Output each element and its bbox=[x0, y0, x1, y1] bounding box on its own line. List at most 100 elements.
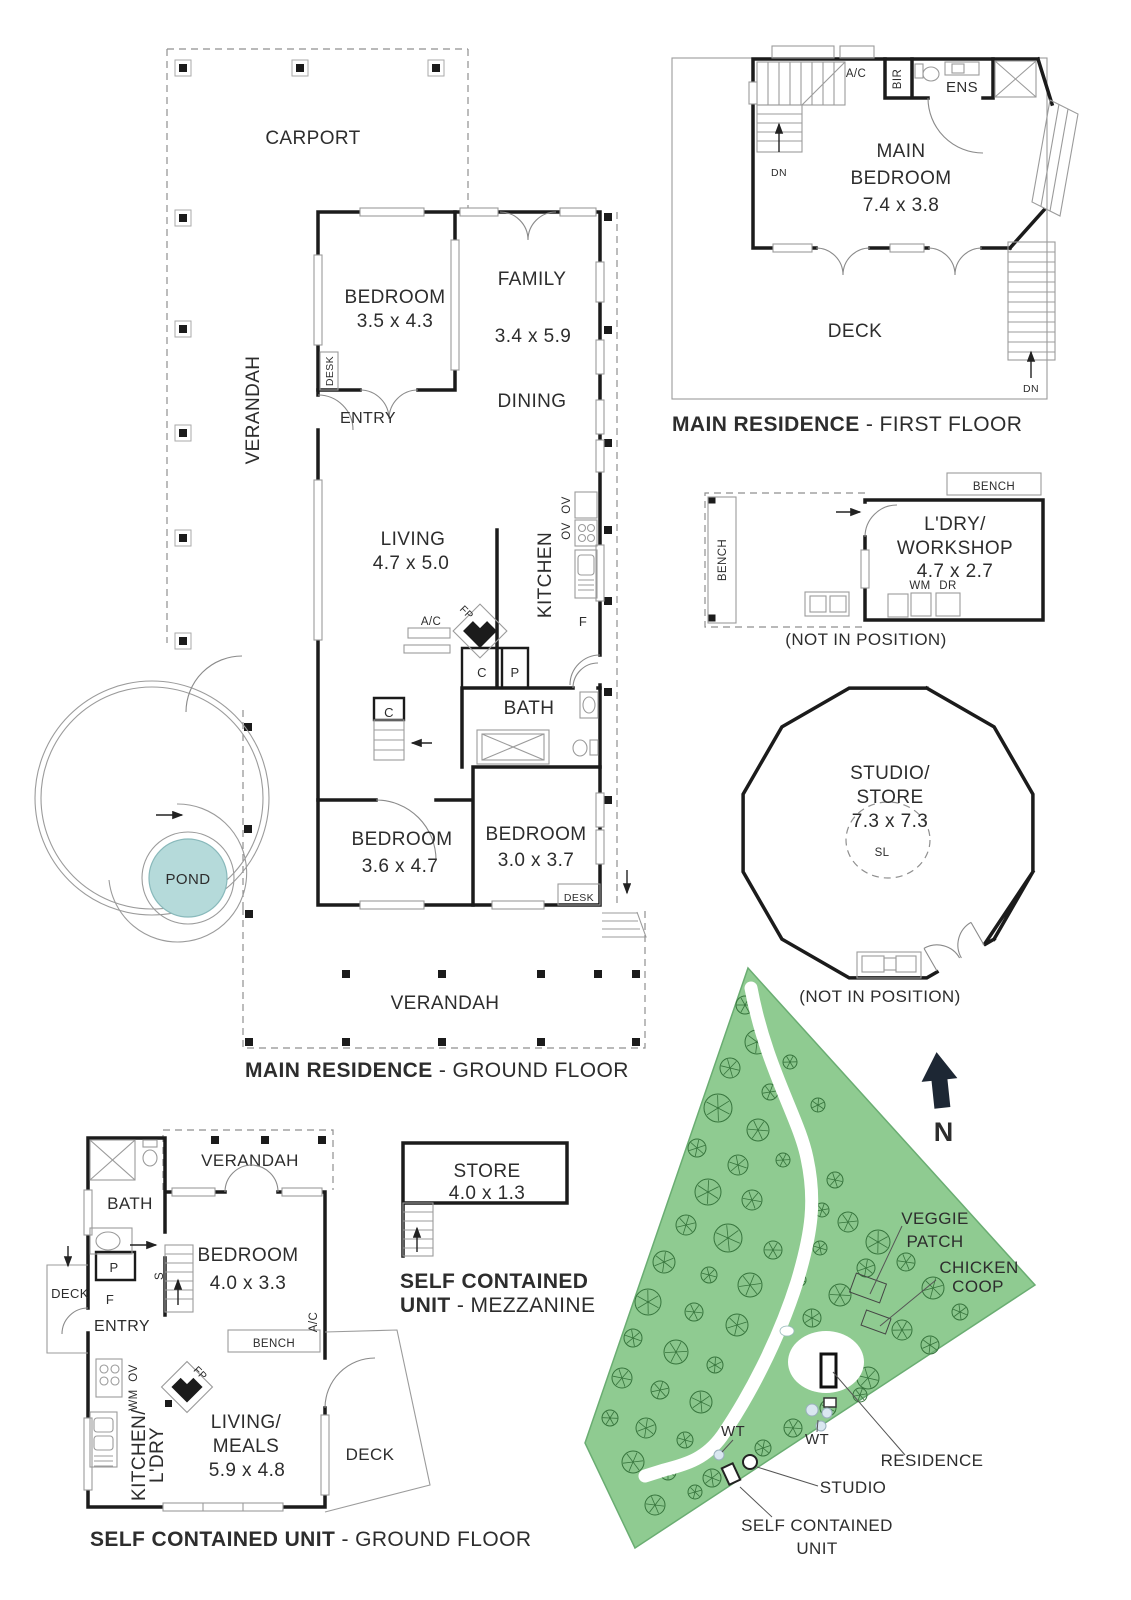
tree-branch bbox=[817, 1101, 824, 1106]
tree-branch bbox=[711, 1472, 719, 1479]
chicken-coop-l2: COOP bbox=[952, 1277, 1004, 1296]
tree-branch bbox=[762, 1447, 769, 1454]
verandah-left-label: VERANDAH bbox=[243, 356, 264, 465]
studio-name-l1: STUDIO/ bbox=[850, 763, 930, 784]
unit-wm-label: WM bbox=[128, 1389, 140, 1410]
tree-branch bbox=[792, 1420, 798, 1429]
tree-branch bbox=[736, 1321, 747, 1326]
mezz-caption-l2: UNIT - MEZZANINE bbox=[400, 1294, 595, 1317]
entry-label: ENTRY bbox=[340, 410, 396, 427]
tree-branch bbox=[706, 1107, 719, 1116]
tree-branch bbox=[929, 1336, 932, 1346]
tree-branch bbox=[958, 1304, 961, 1313]
ac-label-ff: A/C bbox=[846, 68, 866, 80]
tree-branch bbox=[649, 1504, 656, 1513]
tree-branch bbox=[609, 1411, 615, 1419]
tree-branch bbox=[757, 1121, 765, 1131]
tree-branch bbox=[714, 1364, 716, 1373]
post bbox=[604, 213, 612, 221]
bedroom3-size: 3.0 x 3.7 bbox=[498, 850, 574, 871]
tree-branch bbox=[645, 1427, 654, 1435]
unit-kitchen-l1: KITCHEN/ bbox=[129, 1409, 150, 1501]
tree-branch bbox=[710, 1469, 713, 1479]
kitchen-label: KITCHEN bbox=[535, 532, 556, 618]
unit-f-label: F bbox=[106, 1292, 114, 1307]
tree-branch bbox=[655, 1255, 665, 1263]
tree-branch bbox=[647, 1301, 659, 1309]
tree-branch bbox=[905, 1261, 910, 1270]
post bbox=[438, 1038, 446, 1046]
tree-branch bbox=[701, 1272, 710, 1276]
tree-branch bbox=[693, 1305, 700, 1313]
tree-branch bbox=[688, 1491, 696, 1495]
tree-branch bbox=[747, 1128, 759, 1131]
post bbox=[432, 64, 440, 72]
wt-label-1: WT bbox=[721, 1423, 745, 1440]
tree-branch bbox=[675, 1351, 688, 1353]
tree-branch bbox=[690, 1487, 696, 1493]
pantry-label: P bbox=[510, 665, 519, 680]
tree-branch bbox=[714, 1364, 722, 1370]
residence-marker bbox=[819, 1352, 838, 1389]
tree-branch bbox=[932, 1285, 943, 1289]
unit-verandah-label: VERANDAH bbox=[201, 1151, 299, 1170]
water-tank-icon bbox=[821, 1407, 833, 1419]
tree-branch bbox=[928, 1344, 931, 1354]
tree-branch bbox=[815, 1247, 821, 1253]
tree-branch bbox=[659, 1387, 669, 1391]
tree-branch bbox=[748, 1191, 753, 1201]
post bbox=[342, 1038, 350, 1046]
tree-branch bbox=[647, 1295, 659, 1303]
post bbox=[604, 796, 612, 804]
tree-branch bbox=[867, 1377, 878, 1381]
tree-branch bbox=[755, 1447, 764, 1451]
tree-branch bbox=[734, 1324, 738, 1335]
tree-branch bbox=[953, 1308, 961, 1313]
tree-branch bbox=[621, 1370, 629, 1379]
tree-branch bbox=[707, 1191, 719, 1199]
tree-branch bbox=[789, 1056, 794, 1063]
tree-branch bbox=[645, 1418, 648, 1429]
tree-branch bbox=[688, 1147, 698, 1151]
tree-branch bbox=[932, 1287, 941, 1296]
north-label: N bbox=[934, 1117, 955, 1147]
tree-branch bbox=[782, 1159, 787, 1166]
tree-branch bbox=[632, 1337, 635, 1347]
tree-branch bbox=[682, 1224, 687, 1234]
unit-bath-label: BATH bbox=[107, 1194, 153, 1213]
tree-branch bbox=[615, 1377, 623, 1386]
bedroom2-label: BEDROOM bbox=[352, 829, 453, 850]
tree-branch bbox=[696, 1145, 706, 1149]
tree-branch bbox=[792, 1427, 797, 1436]
tree-branch bbox=[817, 1098, 819, 1106]
residence-label: RESIDENCE bbox=[881, 1451, 984, 1470]
tree-branch bbox=[675, 1342, 682, 1353]
tree-branch bbox=[726, 1225, 729, 1239]
tree-branch bbox=[637, 1427, 647, 1432]
tree-branch bbox=[729, 1161, 739, 1166]
tree-branch bbox=[730, 1164, 739, 1172]
tree-branch bbox=[691, 1397, 702, 1403]
tree-branch bbox=[868, 1241, 879, 1248]
tree-branch bbox=[859, 1388, 863, 1396]
tree-branch bbox=[621, 1377, 632, 1381]
tree-branch bbox=[772, 1242, 778, 1251]
post bbox=[179, 637, 187, 645]
tree-branch bbox=[902, 1254, 907, 1263]
unit-caption: SELF CONTAINED UNIT - GROUND FLOOR bbox=[90, 1528, 531, 1551]
tree-branch bbox=[707, 1180, 709, 1193]
tree-branch bbox=[900, 1261, 907, 1269]
studio-marker bbox=[742, 1454, 758, 1470]
tree-branch bbox=[626, 1337, 634, 1344]
tree-branch bbox=[654, 1504, 665, 1507]
tree-branch bbox=[729, 1061, 737, 1069]
pond-shape bbox=[148, 838, 228, 918]
ground-caption: MAIN RESIDENCE - GROUND FLOOR bbox=[245, 1059, 629, 1082]
tree-branch bbox=[684, 1439, 693, 1443]
post bbox=[604, 326, 612, 334]
deck-label-ff: DECK bbox=[828, 321, 882, 342]
post bbox=[604, 597, 612, 605]
tree-branch bbox=[922, 1344, 931, 1349]
tree-branch bbox=[751, 1192, 759, 1201]
post bbox=[296, 64, 304, 72]
